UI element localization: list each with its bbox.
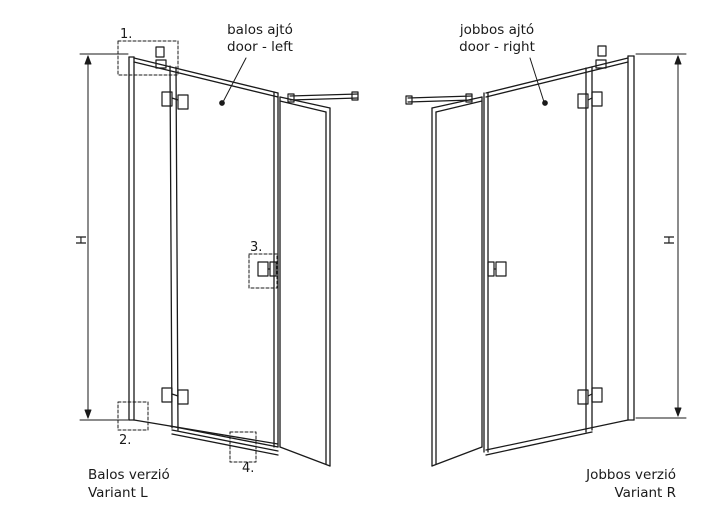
callout-1: 1. (120, 27, 132, 42)
left-variant (79, 40, 359, 467)
left-door-label-hu: balos ajtó (227, 22, 293, 38)
left-door-label-en: door - left (227, 39, 293, 55)
left-top-hinge (161, 91, 189, 110)
left-door-panel (133, 57, 279, 456)
right-wall-profile (627, 55, 635, 421)
left-label-leader (222, 57, 247, 103)
left-caption-hu: Balos verzió (88, 467, 170, 483)
right-label-leader (529, 57, 545, 103)
left-wall-profile (128, 56, 135, 421)
callout-4: 4. (242, 461, 254, 476)
right-door-label-hu: jobbos ajtó (459, 22, 534, 38)
right-fixed-panel (431, 96, 483, 467)
left-height-dimension (79, 53, 129, 421)
left-wall-bracket (155, 46, 167, 69)
right-stabilizer-bar (405, 93, 473, 105)
right-height-dimension (635, 53, 687, 419)
callout-2: 2. (119, 433, 131, 448)
right-caption-hu: Jobbos verzió (585, 467, 676, 483)
left-height-label: H (75, 235, 90, 245)
left-caption-en: Variant L (88, 485, 148, 501)
right-door-panel (483, 57, 629, 456)
left-stabilizer-bar (287, 91, 359, 103)
right-door-label-en: door - right (459, 39, 535, 55)
callout-3: 3. (250, 240, 262, 255)
left-door-handle (257, 261, 277, 277)
left-bottom-hinge (161, 387, 189, 405)
right-door-handle (487, 261, 507, 277)
right-caption-en: Variant R (614, 485, 676, 501)
right-top-hinge (577, 91, 603, 109)
right-wall-bracket (595, 45, 607, 69)
right-height-label: H (663, 235, 678, 245)
left-fixed-panel (279, 96, 331, 467)
right-variant (405, 45, 687, 467)
left-callout-boxes (117, 40, 278, 463)
right-bottom-hinge (577, 387, 603, 405)
